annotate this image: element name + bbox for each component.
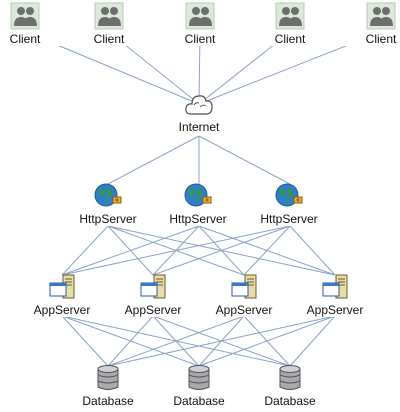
- connection-line: [107, 315, 245, 367]
- httpserver-label: HttpServer: [63, 212, 153, 226]
- users-icon: [366, 2, 396, 30]
- connection-line: [61, 225, 200, 276]
- appserver-label: AppServer: [290, 303, 380, 317]
- appserver-label: AppServer: [199, 303, 289, 317]
- app-server-icon: [49, 274, 75, 299]
- client-label: Client: [64, 32, 154, 46]
- appserver-node-4[interactable]: AppServer: [290, 273, 380, 317]
- users-icon: [94, 2, 124, 30]
- connection-line: [289, 225, 336, 276]
- client-node-4[interactable]: Client: [245, 2, 335, 46]
- database-node-2[interactable]: Database: [154, 364, 244, 408]
- users-icon: [185, 2, 215, 30]
- users-icon: [10, 2, 40, 30]
- connection-line: [152, 225, 291, 276]
- appserver-node-3[interactable]: AppServer: [199, 273, 289, 317]
- httpserver-node-3[interactable]: HttpServer: [244, 182, 334, 226]
- appserver-node-1[interactable]: AppServer: [17, 273, 107, 317]
- appserver-node-2[interactable]: AppServer: [108, 273, 198, 317]
- connection-line: [289, 315, 336, 367]
- client-node-1[interactable]: Client: [0, 2, 70, 46]
- database-node-3[interactable]: Database: [245, 364, 335, 408]
- app-server-icon: [322, 274, 348, 299]
- database-icon: [188, 365, 210, 390]
- client-node-3[interactable]: Client: [155, 2, 245, 46]
- database-icon: [97, 365, 119, 390]
- connection-line: [61, 225, 109, 276]
- internet-node[interactable]: Internet: [154, 90, 244, 134]
- connection-line: [107, 135, 200, 185]
- httpserver-node-2[interactable]: HttpServer: [153, 182, 243, 226]
- client-label: Client: [336, 32, 400, 46]
- connection-line: [107, 315, 154, 367]
- httpserver-node-1[interactable]: HttpServer: [63, 182, 153, 226]
- database-label: Database: [63, 394, 153, 408]
- globe-server-icon: [94, 183, 122, 207]
- database-icon: [279, 365, 301, 390]
- cloud-icon: [185, 95, 213, 115]
- connection-line: [243, 225, 291, 276]
- connection-line: [61, 225, 291, 276]
- globe-server-icon: [275, 183, 303, 207]
- database-node-1[interactable]: Database: [63, 364, 153, 408]
- database-label: Database: [154, 394, 244, 408]
- connection-line: [198, 135, 291, 185]
- app-server-icon: [140, 274, 166, 299]
- appserver-label: AppServer: [17, 303, 107, 317]
- httpserver-label: HttpServer: [153, 212, 243, 226]
- client-label: Client: [155, 32, 245, 46]
- database-label: Database: [245, 394, 335, 408]
- internet-label: Internet: [154, 120, 244, 134]
- connection-line: [198, 315, 336, 367]
- client-label: Client: [245, 32, 335, 46]
- connection-line: [61, 315, 109, 367]
- globe-server-icon: [184, 183, 212, 207]
- client-node-5[interactable]: Client: [336, 2, 400, 46]
- users-icon: [275, 2, 305, 30]
- connection-line: [107, 315, 336, 367]
- client-label: Client: [0, 32, 70, 46]
- appserver-label: AppServer: [108, 303, 198, 317]
- app-server-icon: [231, 274, 257, 299]
- httpserver-label: HttpServer: [244, 212, 334, 226]
- client-node-2[interactable]: Client: [64, 2, 154, 46]
